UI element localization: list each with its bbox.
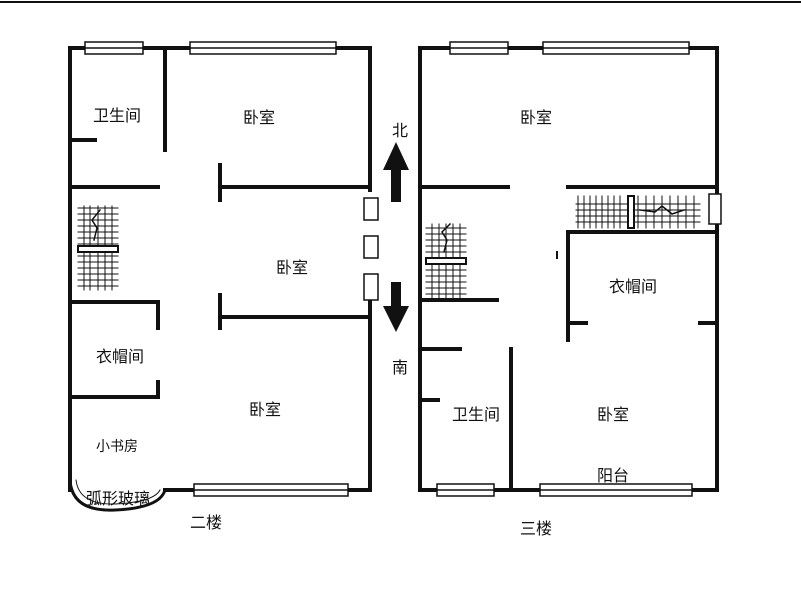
floor2-title: 二楼 xyxy=(190,513,223,532)
floor2-bedroom-bottom-label: 卧室 xyxy=(249,400,282,419)
floor2-study-label: 小书房 xyxy=(96,439,138,455)
floor2-bathroom-label: 卫生间 xyxy=(93,106,142,125)
compass-north-label: 北 xyxy=(392,121,409,140)
floor3-staircase-left xyxy=(425,222,467,299)
compass-arrows xyxy=(383,142,409,332)
floor2-bay-glass-label: 弧形玻璃 xyxy=(86,489,151,508)
floor2-staircase xyxy=(77,205,119,291)
floor2-bedroom-top-label: 卧室 xyxy=(243,108,276,127)
floor2-bedroom-mid-label: 卧室 xyxy=(276,258,309,277)
floor3-balcony-label: 阳台 xyxy=(597,466,630,485)
compass-south-label: 南 xyxy=(392,358,409,377)
floor3-windows xyxy=(436,41,722,497)
floor3-bedroom-top-label: 卧室 xyxy=(520,108,553,127)
floor2-closet-label: 衣帽间 xyxy=(96,347,145,366)
floor3-staircase-right xyxy=(575,195,701,229)
floor2-windows xyxy=(84,41,379,497)
floor3-title: 三楼 xyxy=(520,519,553,538)
floor2-bay-arc xyxy=(68,478,167,512)
floor3-closet-label: 衣帽间 xyxy=(609,277,658,296)
floor3-bedroom-label: 卧室 xyxy=(597,405,630,424)
floor3-bathroom-label: 卫生间 xyxy=(452,405,501,424)
